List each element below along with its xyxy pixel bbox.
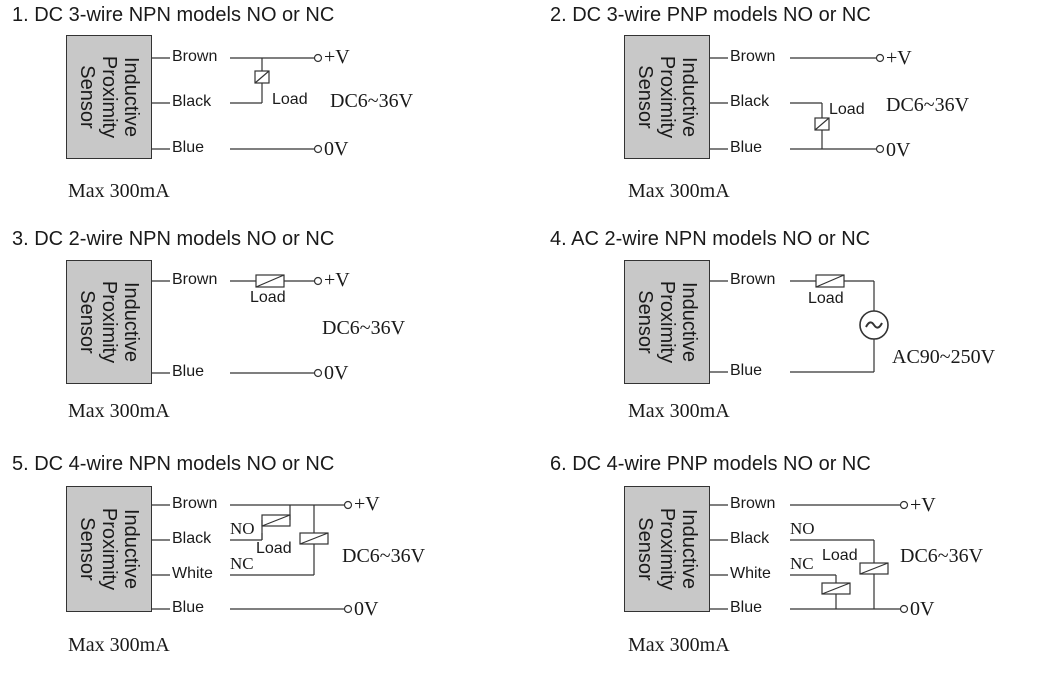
- wire-label-black: Black: [172, 530, 212, 547]
- wire-label-blue: Blue: [172, 599, 205, 616]
- load-label: Load: [250, 289, 286, 306]
- max-current: Max 300mA: [628, 634, 730, 656]
- wire-label-brown: Brown: [172, 495, 218, 512]
- relay-slash: [255, 274, 285, 288]
- wire-label-blue: Blue: [730, 599, 763, 616]
- terminal-zero: 0V: [886, 139, 911, 161]
- panel-3: 3. DC 2-wire NPN models NO or NC Inducti…: [12, 228, 492, 438]
- wire-label-black: Black: [730, 530, 770, 547]
- sensor-box: Inductive Proximity Sensor: [624, 260, 710, 384]
- terminal-positive: +V: [886, 47, 912, 69]
- zero-terminal: [343, 604, 353, 614]
- voltage-label: DC6~36V: [330, 90, 414, 112]
- terminal-positive: +V: [354, 493, 380, 515]
- wire-label-black: Black: [730, 93, 770, 110]
- load-label: Load: [822, 547, 858, 564]
- wiring-diagram: [152, 500, 353, 614]
- sensor-box: Inductive Proximity Sensor: [66, 486, 152, 612]
- no-label: NO: [790, 519, 815, 538]
- wire-label-blue: Blue: [730, 139, 763, 156]
- panel-title: 2. DC 3-wire PNP models NO or NC: [550, 4, 871, 26]
- terminal-zero: 0V: [354, 598, 379, 620]
- terminal-zero: 0V: [910, 598, 935, 620]
- panel-6: 6. DC 4-wire PNP models NO or NC Inducti…: [550, 453, 1040, 668]
- positive-terminal: [343, 500, 353, 510]
- max-current: Max 300mA: [68, 400, 170, 422]
- nc-relay-slash: [299, 532, 329, 545]
- max-current: Max 300mA: [628, 180, 730, 202]
- wiring-diagram: [710, 53, 885, 154]
- wire-label-brown: Brown: [730, 495, 776, 512]
- zero-terminal: [313, 144, 323, 154]
- zero-terminal: [899, 604, 909, 614]
- terminal-positive: +V: [910, 494, 936, 516]
- wire-label-blue: Blue: [730, 362, 763, 379]
- panel-5: 5. DC 4-wire NPN models NO or NC Inducti…: [12, 453, 492, 668]
- nc-label: NC: [230, 554, 254, 573]
- wire-label-brown: Brown: [172, 271, 218, 288]
- sensor-box: Inductive Proximity Sensor: [66, 35, 152, 159]
- ac-wave: [865, 321, 883, 329]
- voltage-label: DC6~36V: [322, 317, 406, 339]
- terminal-positive: +V: [324, 46, 350, 68]
- panel-title: 6. DC 4-wire PNP models NO or NC: [550, 453, 871, 475]
- wiring-diagram: [152, 274, 323, 378]
- relay-slash: [814, 117, 830, 131]
- positive-terminal: [313, 53, 323, 63]
- no-relay-slash: [261, 514, 291, 527]
- nc-relay-slash: [821, 582, 851, 595]
- panel-2: 2. DC 3-wire PNP models NO or NC Inducti…: [550, 4, 1040, 214]
- load-label: Load: [256, 540, 292, 557]
- positive-terminal: [313, 276, 323, 286]
- panel-4: 4. AC 2-wire NPN models NO or NC Inducti…: [550, 228, 1040, 438]
- wire-label-brown: Brown: [730, 271, 776, 288]
- wire-label-brown: Brown: [730, 48, 776, 65]
- panel-title: 3. DC 2-wire NPN models NO or NC: [12, 228, 335, 250]
- max-current: Max 300mA: [68, 180, 170, 202]
- no-relay-slash: [859, 562, 889, 575]
- panel-title: 1. DC 3-wire NPN models NO or NC: [12, 4, 335, 26]
- terminal-positive: +V: [324, 269, 350, 291]
- wire-label-brown: Brown: [172, 48, 218, 65]
- relay-slash: [254, 70, 270, 84]
- max-current: Max 300mA: [68, 634, 170, 656]
- positive-terminal: [899, 500, 909, 510]
- wire-label-blue: Blue: [172, 363, 205, 380]
- wiring-diagram: [710, 274, 889, 373]
- terminal-zero: 0V: [324, 138, 349, 160]
- panel-title: 5. DC 4-wire NPN models NO or NC: [12, 453, 335, 475]
- sensor-box: Inductive Proximity Sensor: [624, 35, 710, 159]
- relay-slash: [815, 274, 845, 288]
- no-label: NO: [230, 519, 255, 538]
- voltage-label: AC90~250V: [892, 346, 996, 368]
- panel-1: 1. DC 3-wire NPN models NO or NC Inducti…: [12, 4, 492, 214]
- wire-label-black: Black: [172, 93, 212, 110]
- nc-label: NC: [790, 554, 814, 573]
- zero-terminal: [875, 144, 885, 154]
- sensor-box: Inductive Proximity Sensor: [66, 260, 152, 384]
- wiring-diagram: [710, 500, 909, 614]
- sensor-box: Inductive Proximity Sensor: [624, 486, 710, 612]
- load-label: Load: [272, 91, 308, 108]
- wiring-diagram: [152, 53, 323, 154]
- zero-terminal: [313, 368, 323, 378]
- wire-label-blue: Blue: [172, 139, 205, 156]
- max-current: Max 300mA: [628, 400, 730, 422]
- wire-label-white: White: [730, 565, 771, 582]
- load-label: Load: [808, 290, 844, 307]
- panel-title: 4. AC 2-wire NPN models NO or NC: [550, 228, 871, 250]
- positive-terminal: [875, 53, 885, 63]
- terminal-zero: 0V: [324, 362, 349, 384]
- load-label: Load: [829, 101, 865, 118]
- voltage-label: DC6~36V: [886, 94, 970, 116]
- voltage-label: DC6~36V: [342, 545, 426, 567]
- voltage-label: DC6~36V: [900, 545, 984, 567]
- wire-label-white: White: [172, 565, 213, 582]
